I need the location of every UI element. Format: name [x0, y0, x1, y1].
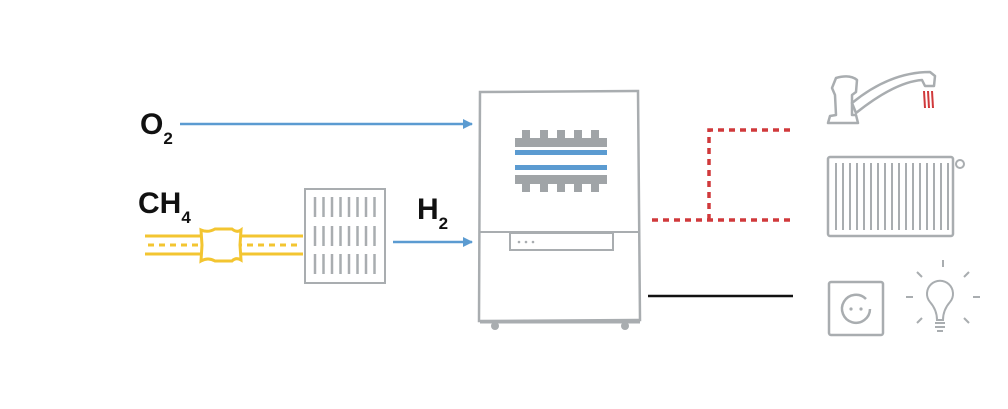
methane-pipe-icon — [145, 226, 303, 264]
radiator-icon — [826, 155, 965, 238]
hydrogen-label: H2 — [417, 193, 448, 233]
reformer-icon — [304, 188, 386, 284]
cell-stack-icon — [515, 130, 607, 192]
heat-flow-line — [652, 128, 795, 222]
light-bulb-icon — [906, 260, 980, 332]
hot-water-icon — [923, 90, 934, 109]
fuel-cell-icon — [477, 89, 642, 330]
oxygen-label: O2 — [140, 108, 173, 148]
methane-label: CH4 — [138, 187, 191, 227]
power-socket-icon — [827, 280, 885, 337]
faucet-icon — [826, 70, 937, 125]
